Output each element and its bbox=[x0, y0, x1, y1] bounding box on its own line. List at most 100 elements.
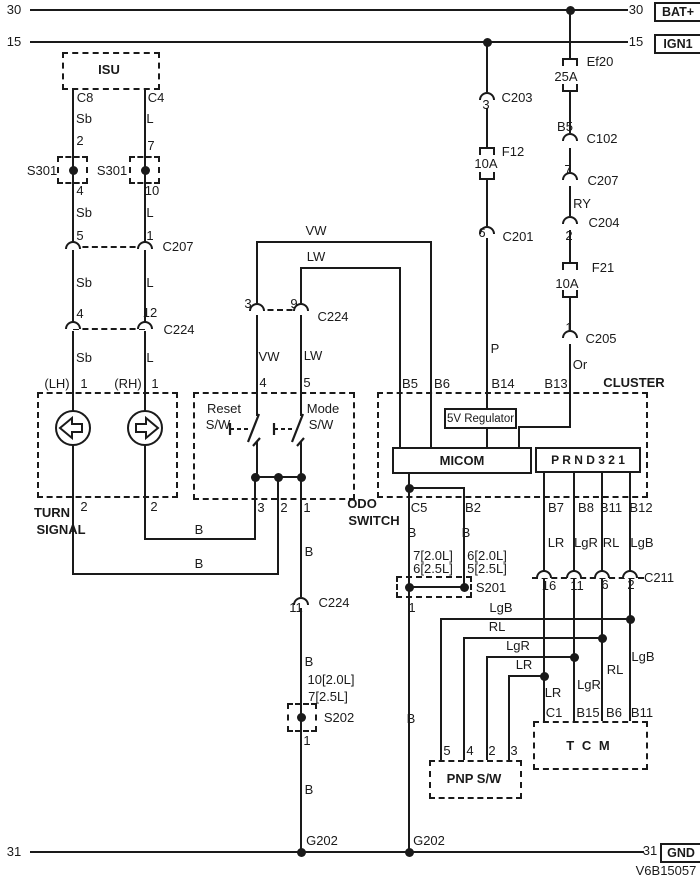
lamp-rh-label: (RH) bbox=[114, 376, 142, 392]
wire-l-3: L bbox=[146, 275, 154, 291]
wire-odo-pin3 bbox=[254, 476, 256, 540]
prnd321-box: P R N D 3 2 1 bbox=[535, 447, 641, 473]
wire-lgr-3: LgR bbox=[577, 677, 601, 693]
c224-left-arc-a bbox=[65, 321, 81, 329]
pin-7-c207r: 7 bbox=[564, 162, 572, 178]
pin-5-c207: 5 bbox=[76, 228, 84, 244]
fuse-f12: F12 bbox=[501, 144, 525, 160]
wire-s201-link bbox=[409, 586, 465, 588]
wire-b-lh: B bbox=[194, 556, 204, 572]
pin-4-c224: 4 bbox=[76, 306, 84, 322]
wire-sb-4: Sb bbox=[76, 350, 92, 366]
wire-lr-h bbox=[508, 675, 545, 677]
pin-5-odo: 5 bbox=[303, 375, 311, 391]
pin-3-c224m: 3 bbox=[244, 296, 252, 312]
c204-arc bbox=[562, 216, 578, 224]
splice-s202: S202 bbox=[323, 710, 355, 726]
c207-arc-right bbox=[137, 241, 153, 249]
c224-mid-arc-9 bbox=[293, 303, 309, 311]
wire-vw-top: VW bbox=[305, 223, 327, 239]
wire-mode-out bbox=[300, 442, 302, 478]
turn-signal-title-1: TURN bbox=[33, 505, 71, 521]
wire-lr-1: LR bbox=[547, 535, 565, 551]
wire-lgr-h bbox=[486, 656, 575, 658]
pin-b13: B13 bbox=[544, 376, 568, 392]
wire-b12-lgb bbox=[629, 469, 631, 721]
pin-9-c224m: 9 bbox=[290, 296, 298, 312]
c224-mid-arc-3 bbox=[249, 303, 265, 311]
pin-5-pnp: 5 bbox=[443, 743, 451, 759]
wire-ry: RY bbox=[573, 196, 591, 212]
pin-b5-cluster: B5 bbox=[402, 376, 418, 392]
lamp-rh-pin2: 2 bbox=[150, 499, 158, 515]
wire-b-lh-h bbox=[73, 573, 279, 575]
pin-b8: B8 bbox=[578, 500, 594, 516]
wire-b13-down bbox=[518, 426, 520, 447]
cluster-box bbox=[377, 392, 648, 498]
wire-isu-c4-2 bbox=[144, 250, 146, 322]
cluster-title: CLUSTER bbox=[603, 375, 665, 391]
wire-rl-1: RL bbox=[602, 535, 620, 551]
pin-b7: B7 bbox=[548, 500, 564, 516]
pin-11-c224: 11 bbox=[289, 600, 303, 616]
wire-lgr-2: LgR bbox=[506, 638, 530, 654]
pin-2-odo: 2 bbox=[280, 500, 288, 516]
wire-isu-c8-1 bbox=[72, 88, 74, 243]
conn-c224-odo: C224 bbox=[318, 595, 350, 611]
fuse-ef20: Ef20 bbox=[586, 54, 614, 70]
pin-b15-tcm: B15 bbox=[576, 705, 600, 721]
wire-l-4: L bbox=[146, 350, 154, 366]
pin-b12: B12 bbox=[629, 500, 653, 516]
wire-b-odo3: B bbox=[304, 782, 314, 798]
junction-lgr bbox=[570, 653, 579, 662]
pin-1-s201: 1 bbox=[408, 600, 416, 616]
pin-c1-tcm: C1 bbox=[545, 705, 563, 721]
fuse-ef20-rating: 25A bbox=[554, 69, 578, 85]
regulator-box: 5V Regulator bbox=[444, 408, 517, 429]
odo-title-2: SWITCH bbox=[348, 513, 400, 529]
wire-b-b2: B bbox=[461, 525, 471, 541]
pin-2-c211: 2 bbox=[627, 577, 635, 593]
wire-rl-2: RL bbox=[488, 619, 506, 635]
pin-1-odo: 1 bbox=[303, 500, 311, 516]
wire-bat-4 bbox=[569, 186, 571, 216]
conn-c207-line bbox=[73, 246, 145, 248]
wire-bat-6 bbox=[569, 298, 571, 330]
fuse-f12-icon bbox=[479, 147, 495, 155]
pin-4-s301: 4 bbox=[76, 183, 84, 199]
wire-p: P bbox=[490, 341, 500, 357]
s202-box bbox=[287, 703, 317, 732]
turn-lamp-rh bbox=[127, 410, 163, 446]
pin-3-c203: 3 bbox=[482, 97, 490, 113]
c211-arc-2 bbox=[622, 570, 638, 578]
conn-c224-mid-line bbox=[258, 309, 302, 311]
wire-rl-h bbox=[463, 637, 603, 639]
fuse-f21-rating: 10A bbox=[555, 276, 579, 292]
wire-c5-b bbox=[408, 469, 410, 852]
conn-c207-right: C207 bbox=[587, 173, 619, 189]
rail-31-left: 31 bbox=[6, 844, 22, 860]
pin-b6-cluster: B6 bbox=[434, 376, 450, 392]
wire-b2-b bbox=[463, 487, 465, 587]
wire-ign-2 bbox=[486, 108, 488, 147]
reset-switch-icon bbox=[228, 413, 261, 447]
tcm-title: T C M bbox=[566, 738, 612, 754]
wire-lgb-1: LgB bbox=[630, 535, 654, 551]
wire-lw-mid-v bbox=[300, 315, 302, 416]
isu-title: ISU bbox=[98, 62, 120, 78]
conn-c211-line bbox=[532, 577, 644, 579]
fuse-f21-icon bbox=[562, 262, 578, 270]
reset-sw-label-2: S/W bbox=[205, 417, 231, 433]
pin-6-c211: 6 bbox=[601, 577, 609, 593]
fuse-ef20-icon bbox=[562, 58, 578, 66]
turn-lamp-lh bbox=[55, 410, 91, 446]
wire-lgb-2: LgB bbox=[489, 600, 513, 616]
wire-reset-out bbox=[256, 442, 258, 478]
wire-bat-7 bbox=[569, 344, 571, 427]
pin-b2: B2 bbox=[465, 500, 481, 516]
wire-l-1: L bbox=[146, 111, 154, 127]
pin-b6-tcm: B6 bbox=[606, 705, 622, 721]
wire-lw-top: LW bbox=[306, 249, 326, 265]
wire-ign-5 bbox=[486, 425, 488, 447]
